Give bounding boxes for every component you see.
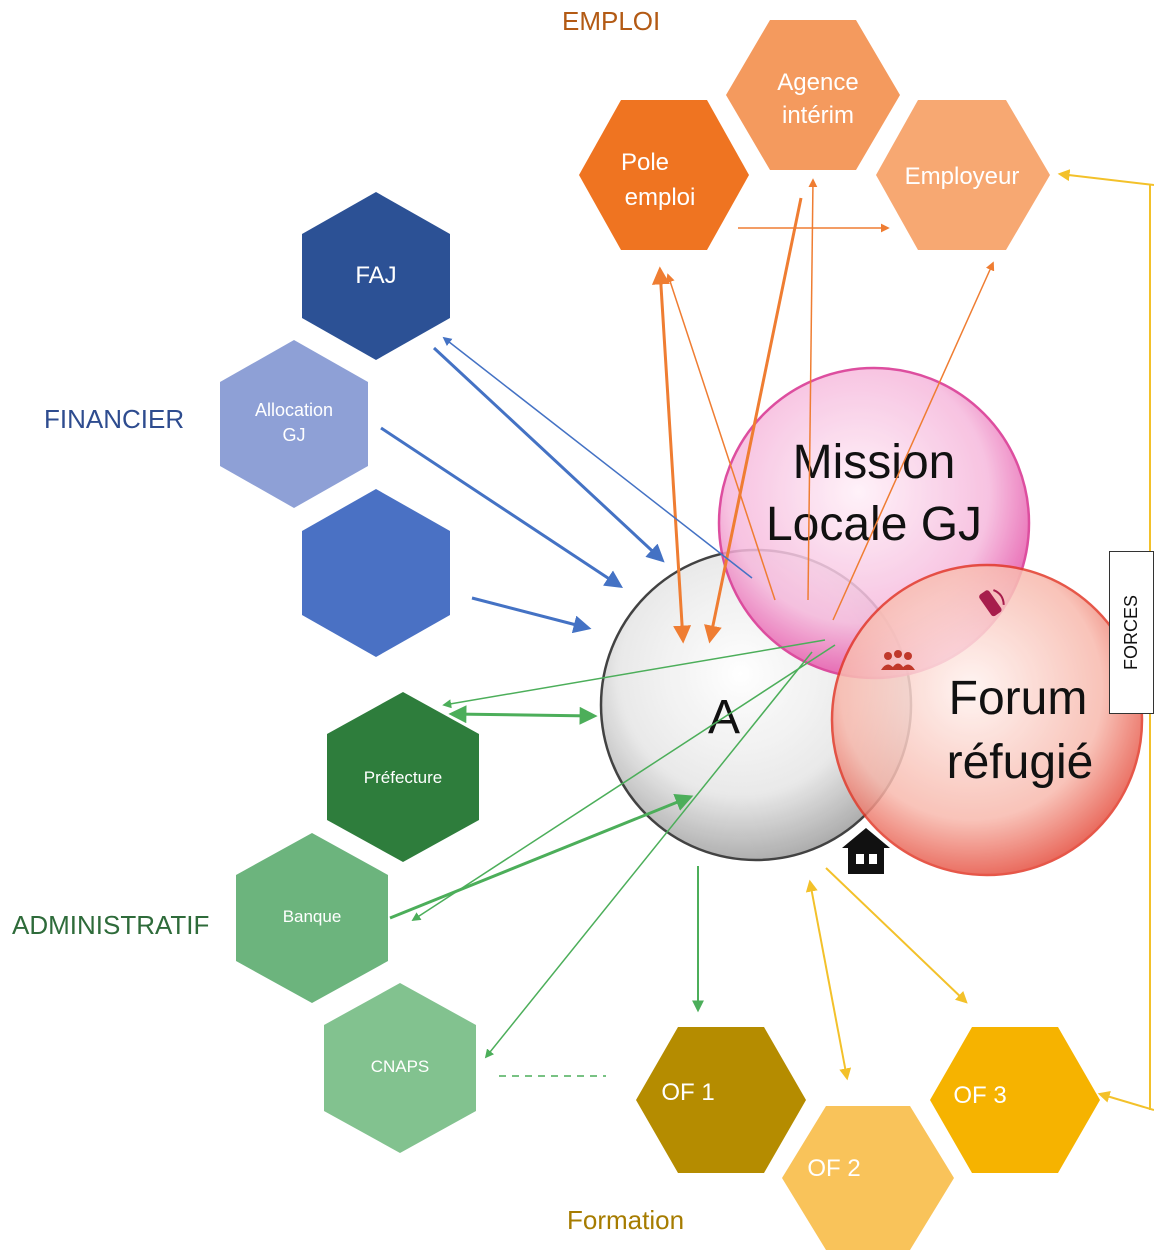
arrow-pole-a (651, 266, 692, 644)
employeur-label: Employeur (905, 163, 1020, 190)
prefecture-label: Préfecture (364, 768, 442, 787)
arrow-mission-banque (411, 644, 836, 921)
arrow-forces-employeur (1057, 169, 1154, 186)
arrows-administratif (389, 639, 836, 1059)
forum-label-line2: réfugié (947, 736, 1094, 789)
hex-cnaps[interactable]: CNAPS (324, 983, 476, 1153)
banque-label: Banque (283, 907, 342, 926)
hex-prefecture[interactable]: Préfecture (327, 692, 479, 862)
faj-label: FAJ (355, 262, 396, 289)
group-icon (881, 650, 915, 670)
house-icon (842, 828, 890, 874)
pole-label-line1: Pole (621, 149, 669, 176)
circle-forum-refugie (830, 563, 1144, 877)
allocation-label-line2: GJ (282, 425, 305, 445)
of2-label: OF 2 (807, 1155, 860, 1182)
arrow-blank-a (471, 596, 592, 634)
formation-title: Formation (567, 1205, 685, 1235)
hex-allocation-gj[interactable]: Allocation GJ (220, 340, 368, 508)
pole-label-line2: emploi (625, 184, 696, 211)
arrow-a-agence (807, 178, 818, 601)
forces-tab[interactable]: FORCES (1109, 551, 1154, 714)
hex-pole-emploi[interactable]: Pole emploi (579, 100, 749, 250)
arrow-a-of2 (805, 879, 852, 1081)
hex-financier-blank[interactable] (302, 489, 450, 657)
arrow-prefecture-a (448, 705, 598, 725)
hex-faj[interactable]: FAJ (302, 192, 450, 360)
arrow-mission-cnaps (484, 651, 813, 1059)
hex-employeur[interactable]: Employeur (876, 100, 1050, 250)
hex-banque[interactable]: Banque (236, 833, 388, 1003)
arrow-a-of3 (825, 867, 968, 1004)
arrow-mission-employeur (832, 261, 995, 621)
arrow-banque-a (389, 794, 694, 920)
of3-label: OF 3 (953, 1082, 1006, 1109)
phone-icon (979, 589, 1005, 617)
allocation-label-line1: Allocation (255, 400, 333, 420)
arrow-a-pole (665, 273, 776, 601)
administratif-title: ADMINISTRATIF (12, 910, 210, 940)
arrow-mission-prefecture (442, 639, 826, 709)
forces-label: FORCES (1121, 594, 1142, 671)
cnaps-label: CNAPS (371, 1057, 430, 1076)
mission-label-line1: Mission (793, 436, 956, 489)
hex-agence-interim[interactable]: Agence intérim (726, 20, 900, 170)
arrow-forces-of3 (1097, 1090, 1154, 1111)
of1-label: OF 1 (661, 1079, 714, 1106)
agence-label-line2: intérim (782, 102, 854, 129)
arrows-financier (380, 336, 753, 634)
hex-of3[interactable]: OF 3 (930, 1027, 1100, 1173)
forum-label-line1: Forum (949, 672, 1088, 725)
hex-of2[interactable]: OF 2 (782, 1106, 954, 1250)
arrow-a-faj (442, 336, 753, 579)
arrow-allocation-a (380, 426, 624, 588)
mission-label-line2: Locale GJ (766, 498, 982, 551)
arrows-emploi (651, 178, 995, 644)
arrow-faj-a (432, 346, 665, 563)
hex-of1[interactable]: OF 1 (636, 1027, 806, 1173)
agence-label-line1: Agence (777, 69, 858, 96)
arrow-agence-a (704, 197, 803, 644)
financier-title: FINANCIER (44, 404, 185, 434)
emploi-title: EMPLOI (562, 6, 661, 36)
